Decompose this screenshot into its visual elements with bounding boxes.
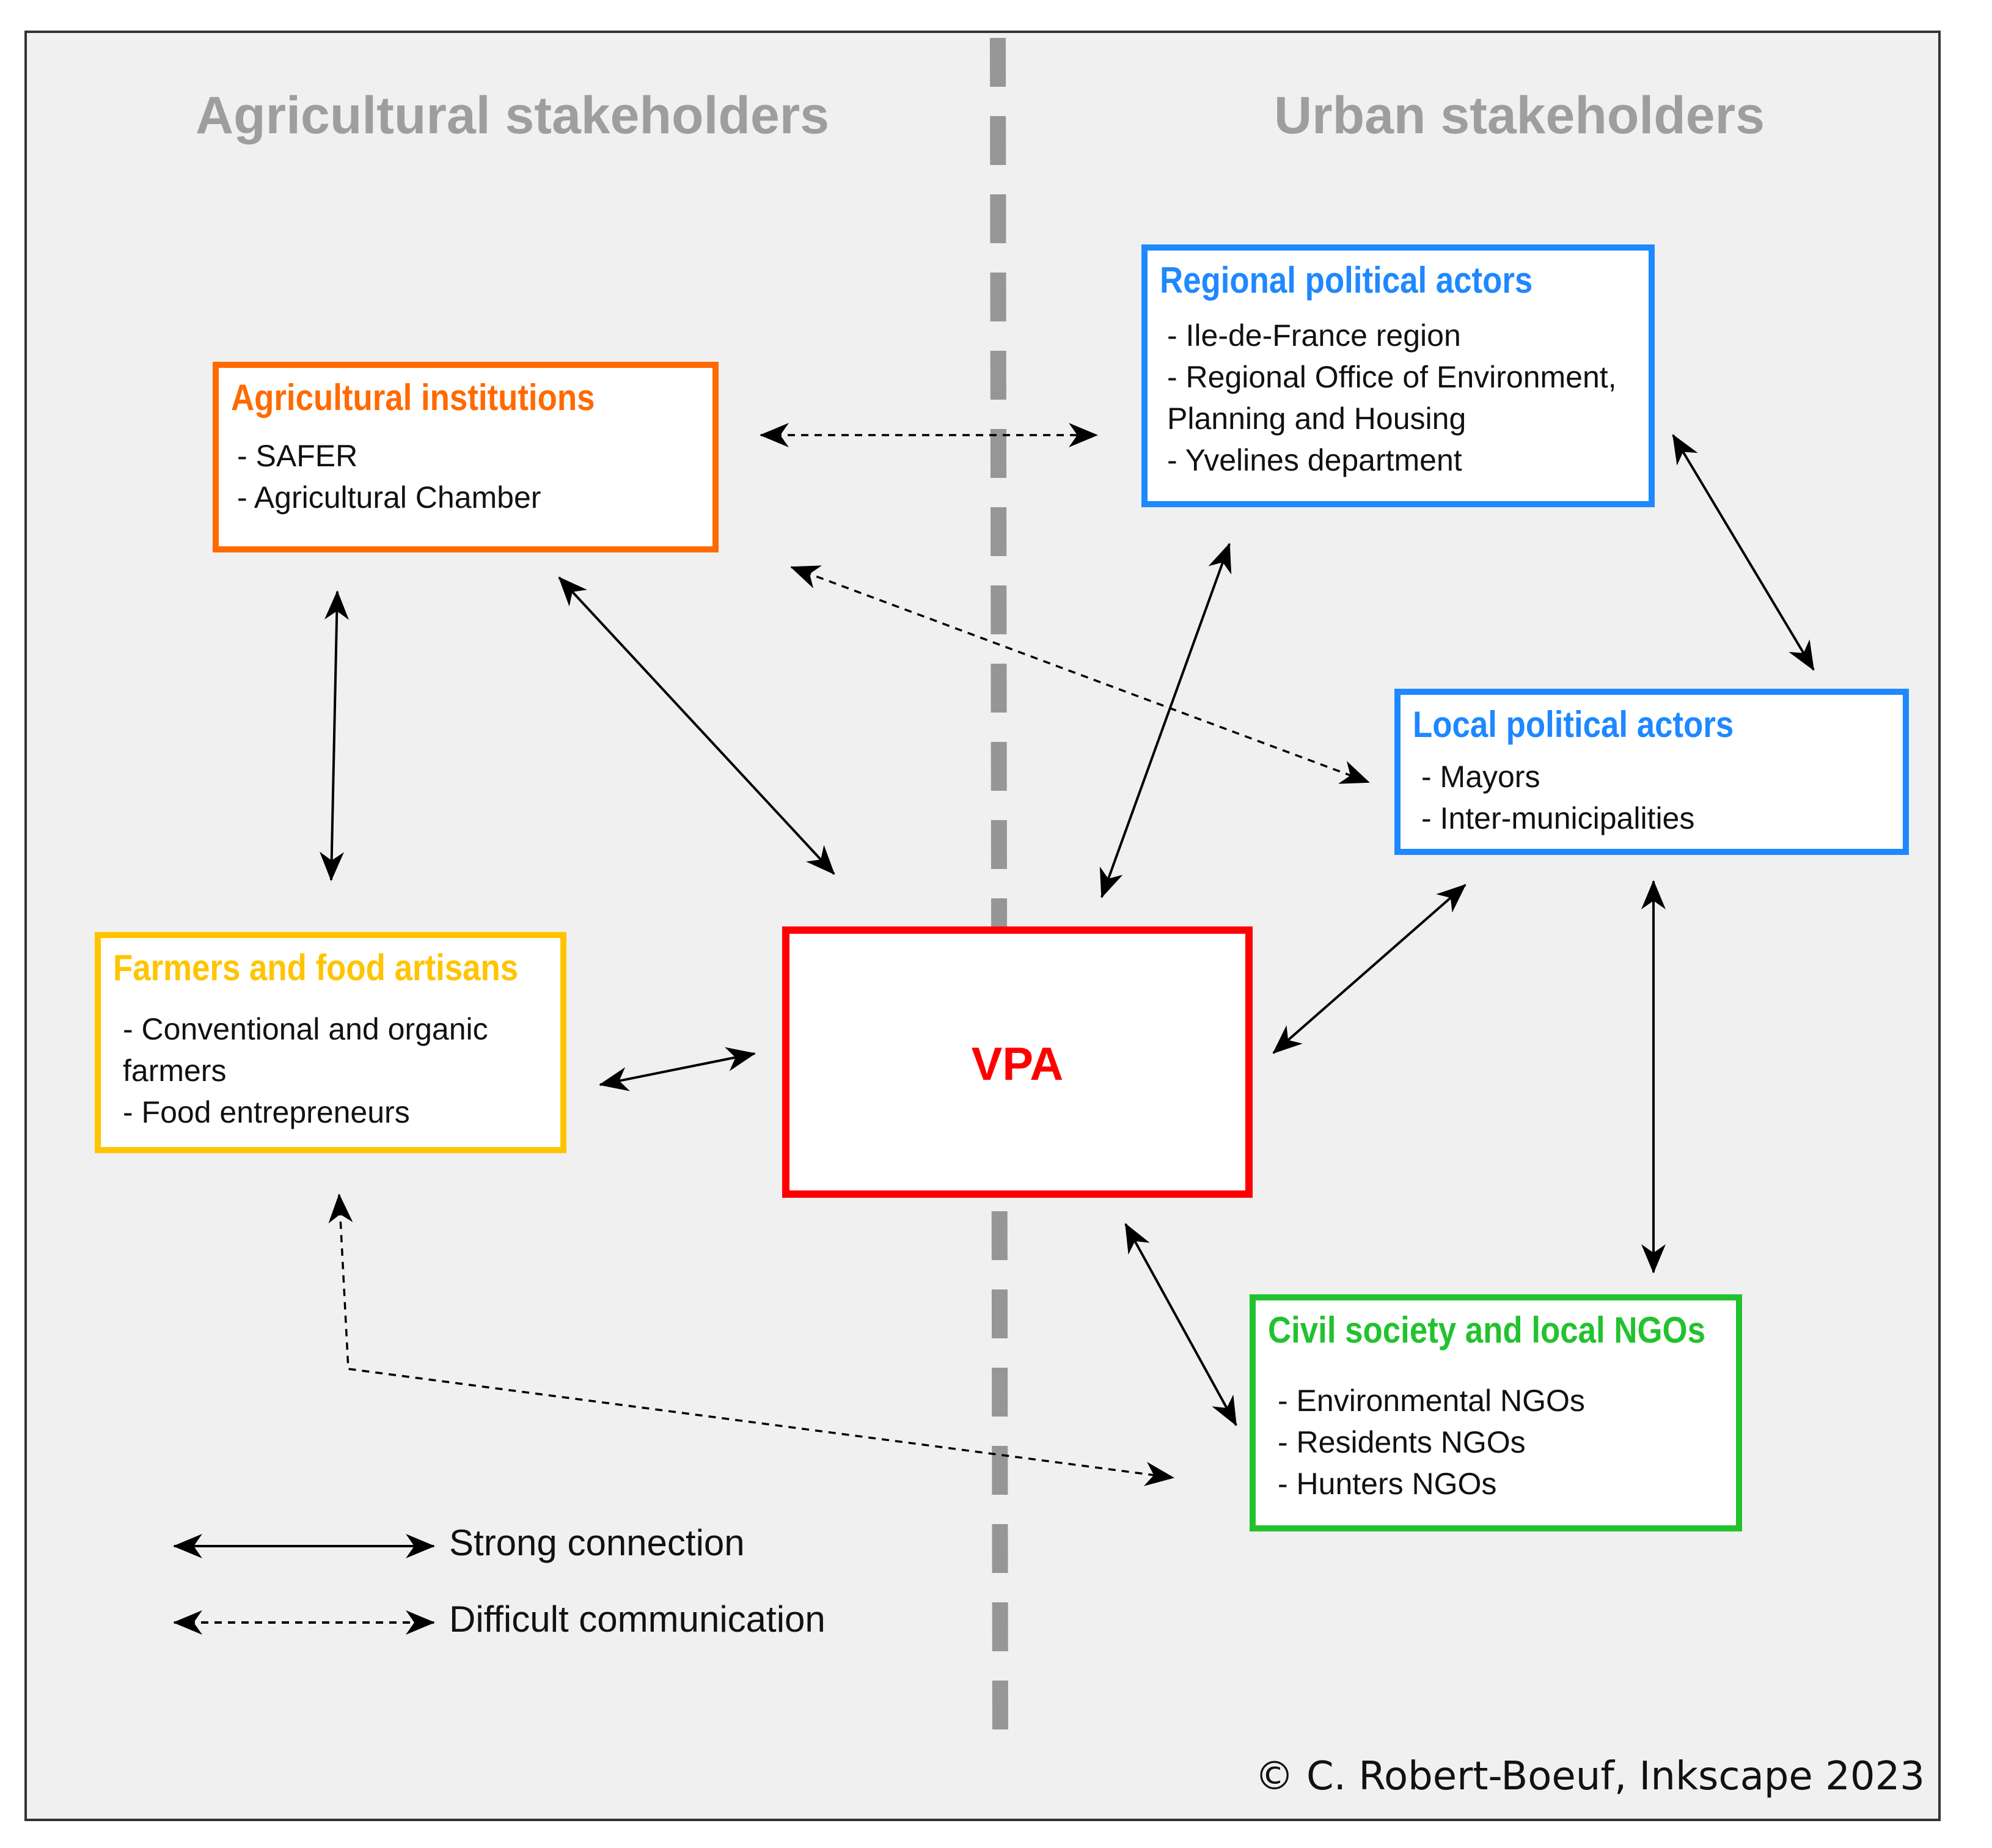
- regional-political-actors-title: Regional political actors: [1160, 260, 1533, 301]
- connection-local-vpa: [1272, 884, 1467, 1054]
- farmers-and-food-artisans-item: - Conventional and organic farmers: [123, 1012, 488, 1088]
- agricultural-institutions-box: Agricultural institutions - SAFER - Agric…: [213, 362, 719, 552]
- regional-political-actors-item: - Ile-de-France region: [1167, 318, 1461, 353]
- local-political-actors-title: Local political actors: [1413, 704, 1734, 745]
- civil-society-and-local-ngos-box: Civil society and local NGOs - Environme…: [1250, 1294, 1742, 1531]
- farmers-and-food-artisans-box: Farmers and food artisans - Conventional…: [95, 932, 566, 1153]
- legend-strong-connection-label: Strong connection: [449, 1522, 745, 1563]
- connection-agri_institutions-farmers: [319, 590, 350, 881]
- civil-society-and-local-ngos-item: - Hunters NGOs: [1278, 1467, 1497, 1501]
- local-political-actors-box: Local political actors - Mayors - Inter-m…: [1394, 689, 1909, 855]
- regional-political-actors-items: - Ile-de-France region - Regional Office …: [1167, 315, 1617, 481]
- copyright-credit: © C. Robert-Boeuf, Inkscape 2023: [1254, 1754, 1925, 1799]
- heading-urban-stakeholders: Urban stakeholders: [1274, 86, 1765, 145]
- civil-society-and-local-ngos-item: - Environmental NGOs: [1278, 1384, 1585, 1418]
- regional-political-actors-box: Regional political actors - Ile-de-Franc…: [1141, 244, 1655, 507]
- legend-difficult-communication-label: Difficult communication: [449, 1599, 826, 1640]
- connection-regional-local: [1672, 434, 1815, 671]
- civil-society-and-local-ngos-item: - Residents NGOs: [1278, 1425, 1526, 1459]
- regional-political-actors-item: - Regional Office of Environment, Planni…: [1167, 360, 1617, 436]
- connection-regional-vpa: [1099, 543, 1232, 898]
- connection-agri_institutions-local: [790, 565, 1370, 784]
- local-political-actors-item: - Inter-municipalities: [1421, 801, 1695, 835]
- agricultural-institutions-item: - Agricultural Chamber: [237, 480, 541, 515]
- farmers-and-food-artisans-items: - Conventional and organic farmers - Food…: [123, 1008, 488, 1133]
- civil-society-and-local-ngos-items: - Environmental NGOs - Residents NGOs - Hu…: [1278, 1380, 1585, 1505]
- vpa-label: VPA: [971, 1038, 1064, 1090]
- agricultural-institutions-item: - SAFER: [237, 439, 358, 473]
- connection-farmers-civil: [328, 1194, 1174, 1486]
- regional-political-actors-item: - Yvelines department: [1167, 443, 1462, 477]
- agricultural-institutions-title: Agricultural institutions: [231, 377, 595, 418]
- heading-agricultural-stakeholders: Agricultural stakeholders: [196, 86, 830, 145]
- connection-farmers-vpa: [599, 1047, 756, 1091]
- local-political-actors-items: - Mayors - Inter-municipalities: [1421, 756, 1694, 839]
- local-political-actors-item: - Mayors: [1421, 760, 1540, 794]
- vpa-box: VPA: [782, 926, 1253, 1198]
- farmers-and-food-artisans-title: Farmers and food artisans: [113, 947, 519, 988]
- connection-vpa-civil: [1124, 1223, 1237, 1426]
- connection-agri_institutions-vpa: [558, 576, 835, 875]
- farmers-and-food-artisans-item: - Food entrepreneurs: [123, 1095, 410, 1129]
- central-divider-line: [990, 37, 1008, 1756]
- civil-society-and-local-ngos-title: Civil society and local NGOs: [1268, 1310, 1705, 1351]
- agricultural-institutions-items: - SAFER - Agricultural Chamber: [237, 435, 541, 518]
